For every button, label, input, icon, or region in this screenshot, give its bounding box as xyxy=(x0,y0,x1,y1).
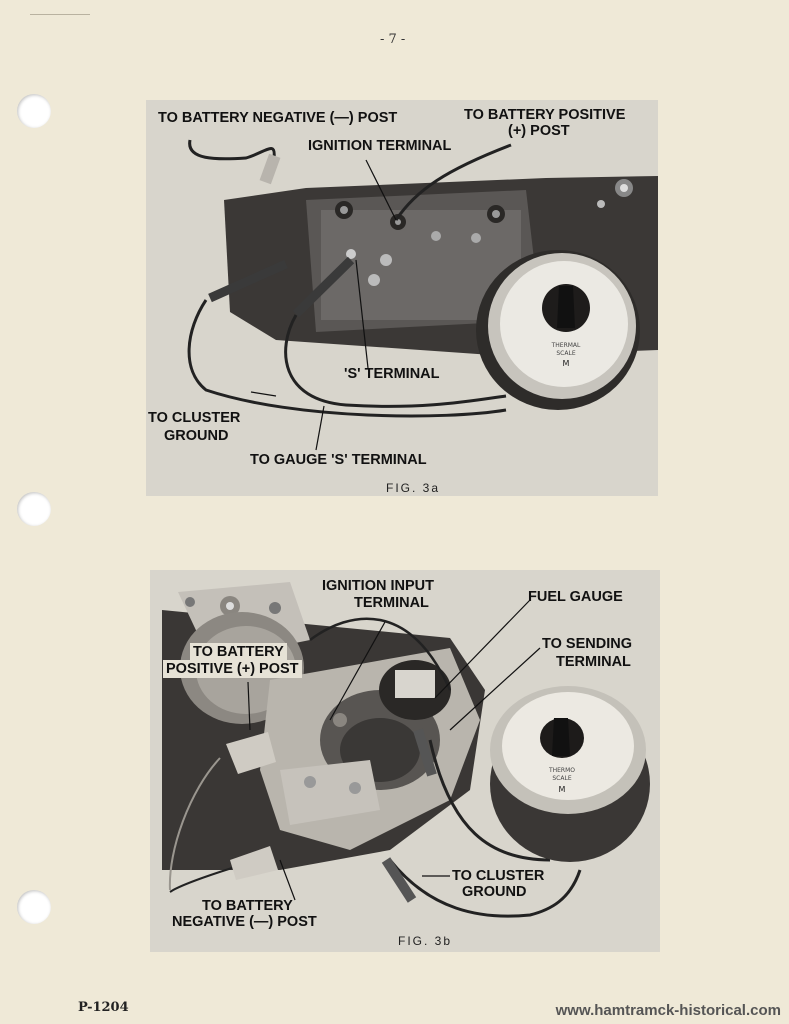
figure-3b: THERMO SCALE M IGNITION INPUT TERMINAL F… xyxy=(150,570,660,952)
label-cluster-ground-line2: GROUND xyxy=(164,428,229,444)
gauge-scale-text-2: SCALE xyxy=(556,350,575,357)
figure-3a-illustration: THERMAL SCALE M xyxy=(187,139,658,451)
label-battery-positive-line2: POSITIVE (+) POST xyxy=(163,660,302,678)
binder-hole-middle xyxy=(17,492,51,526)
label-battery-negative: TO BATTERY NEGATIVE (—) POST xyxy=(158,110,398,126)
page-number: - 7 - xyxy=(380,32,406,47)
gauge-mark-m: M xyxy=(563,359,570,368)
gauge-b-scale-text: THERMO xyxy=(548,767,575,774)
label-gauge-s-terminal: TO GAUGE 'S' TERMINAL xyxy=(250,452,427,468)
label-sending-terminal-line1: TO SENDING xyxy=(542,636,632,652)
gauge-b-scale-text-2: SCALE xyxy=(552,775,571,782)
figure-3a: THERMAL SCALE M TO BATTERY NEGATIVE (—) … xyxy=(146,100,658,496)
label-cluster-ground-line1: TO CLUSTER xyxy=(452,868,545,884)
label-battery-positive-line1: TO BATTERY xyxy=(190,643,287,661)
label-battery-negative-line1: TO BATTERY xyxy=(202,898,293,914)
label-ignition-terminal: IGNITION TERMINAL xyxy=(308,138,452,154)
binder-hole-bottom xyxy=(17,890,51,924)
binder-hole-top xyxy=(17,94,51,128)
figure-3a-caption: FIG. 3a xyxy=(386,481,441,495)
label-battery-positive-line1: TO BATTERY POSITIVE xyxy=(464,107,626,123)
label-s-terminal: 'S' TERMINAL xyxy=(344,366,440,382)
figure-3b-illustration: THERMO SCALE M xyxy=(162,582,650,918)
document-code: P-1204 xyxy=(78,1000,129,1015)
gauge-scale-text: THERMAL xyxy=(551,342,581,349)
corner-pencil-mark xyxy=(30,14,90,19)
label-battery-positive-line2: (+) POST xyxy=(508,123,570,139)
label-ignition-input-line1: IGNITION INPUT xyxy=(322,578,434,594)
figure-3b-caption: FIG. 3b xyxy=(398,934,453,948)
label-battery-negative-line2: NEGATIVE (—) POST xyxy=(172,914,317,930)
gauge-b-mark-m: M xyxy=(559,785,566,794)
label-fuel-gauge: FUEL GAUGE xyxy=(528,589,623,605)
label-ignition-input-line2: TERMINAL xyxy=(354,595,429,611)
label-cluster-ground-line2: GROUND xyxy=(462,884,527,900)
label-sending-terminal-line2: TERMINAL xyxy=(556,654,631,670)
website-watermark: www.hamtramck-historical.com xyxy=(555,1002,781,1019)
label-cluster-ground-line1: TO CLUSTER xyxy=(148,410,241,426)
